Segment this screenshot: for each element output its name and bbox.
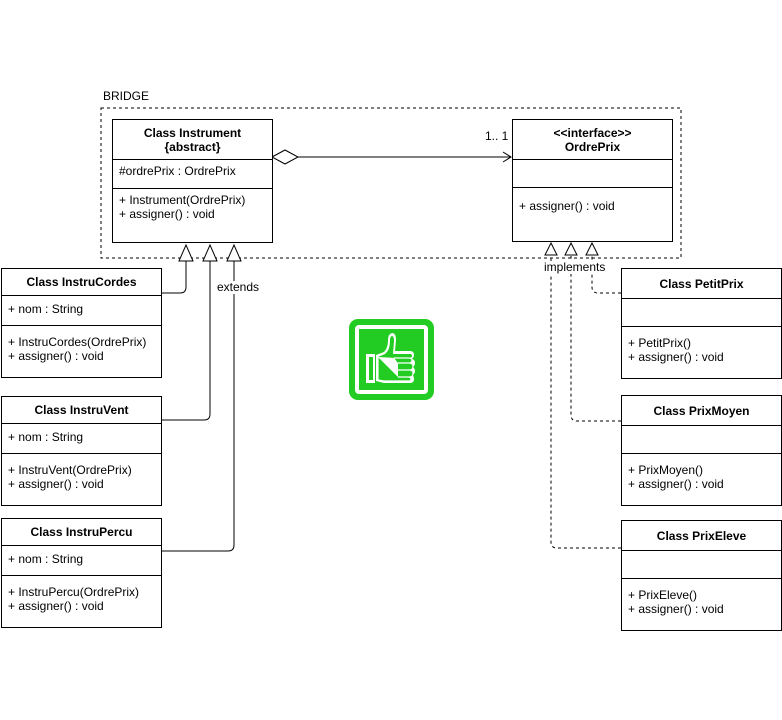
attribute: #ordrePrix : OrdrePrix <box>119 164 236 178</box>
class-prixmoyen-attributes <box>622 426 781 454</box>
class-instrupercu-title: Class InstruPercu <box>30 525 133 539</box>
interface-ordreprix-header: <<interface>> OrdrePrix <box>513 120 672 160</box>
class-instrument-methods: + Instrument(OrdrePrix) + assigner() : v… <box>113 189 272 225</box>
class-prixmoyen-methods: + PrixMoyen() + assigner() : void <box>622 454 781 495</box>
method: + PetitPrix() <box>628 336 692 350</box>
class-prixeleve-title: Class PrixEleve <box>656 528 747 543</box>
interface-ordreprix-attributes <box>513 160 672 188</box>
class-instrument-header: Class Instrument {abstract} <box>113 120 272 160</box>
attribute: + nom : String <box>8 430 84 444</box>
class-prixeleve-methods: + PrixEleve() + assigner() : void <box>622 579 781 620</box>
class-instrupercu-attributes: + nom : String <box>2 546 161 576</box>
class-instrucordes-methods: + InstruCordes(OrdrePrix) + assigner() :… <box>2 326 161 367</box>
multiplicity-label: 1.. 1 <box>485 129 509 143</box>
method: + InstruVent(OrdrePrix) <box>8 463 132 477</box>
interface-ordreprix-methods: + assigner() : void <box>513 188 672 217</box>
method: + InstruCordes(OrdrePrix) <box>8 335 147 349</box>
class-instruvent-attributes: + nom : String <box>2 424 161 454</box>
class-instrupercu-header: Class InstruPercu <box>2 519 161 546</box>
class-instrument-subtitle: {abstract} <box>164 139 221 154</box>
attribute: + nom : String <box>8 302 84 316</box>
class-instruvent-title: Class InstruVent <box>34 403 129 417</box>
class-petitprix-attributes <box>622 299 781 327</box>
class-petitprix-header: Class PetitPrix <box>622 269 781 299</box>
method: + Instrument(OrdrePrix) <box>119 193 246 207</box>
class-instrument[interactable]: Class Instrument {abstract} #ordrePrix :… <box>112 119 273 243</box>
method: + assigner() : void <box>519 199 615 213</box>
method: + PrixEleve() <box>628 588 698 602</box>
implements-connectors <box>550 256 621 549</box>
method: + InstruPercu(OrdrePrix) <box>8 585 140 599</box>
class-petitprix[interactable]: Class PetitPrix + PetitPrix() + assigner… <box>621 268 782 379</box>
class-instrument-attributes: #ordrePrix : OrdrePrix <box>113 160 272 189</box>
class-prixeleve[interactable]: Class PrixEleve + PrixEleve() + assigner… <box>621 520 782 631</box>
extends-connectors <box>162 243 242 552</box>
implements-arrowheads <box>544 241 599 256</box>
class-prixeleve-attributes <box>622 551 781 579</box>
interface-stereotype: <<interface>> <box>553 125 632 140</box>
class-instrucordes[interactable]: Class InstruCordes + nom : String + Inst… <box>1 268 162 378</box>
extends-label: extends <box>216 280 261 294</box>
class-petitprix-title: Class PetitPrix <box>659 276 744 291</box>
class-instrucordes-attributes: + nom : String <box>2 296 161 326</box>
class-prixmoyen[interactable]: Class PrixMoyen + PrixMoyen() + assigner… <box>621 395 782 506</box>
method: + PrixMoyen() <box>628 463 704 477</box>
class-instruvent-methods: + InstruVent(OrdrePrix) + assigner() : v… <box>2 454 161 495</box>
class-instrucordes-header: Class InstruCordes <box>2 269 161 296</box>
class-prixmoyen-header: Class PrixMoyen <box>622 396 781 426</box>
class-petitprix-methods: + PetitPrix() + assigner() : void <box>622 327 781 368</box>
method: + assigner() : void <box>8 349 104 363</box>
class-instrucordes-title: Class InstruCordes <box>26 275 137 289</box>
class-instruvent[interactable]: Class InstruVent + nom : String + Instru… <box>1 396 162 506</box>
thumbs-up-icon <box>349 319 434 400</box>
method: + assigner() : void <box>628 350 724 364</box>
bridge-boundary <box>100 107 682 259</box>
interface-ordreprix[interactable]: <<interface>> OrdrePrix + assigner() : v… <box>512 119 673 242</box>
attribute: + nom : String <box>8 552 84 566</box>
method: + assigner() : void <box>119 207 215 221</box>
class-instrument-title: Class Instrument <box>143 125 242 140</box>
implements-label: implements <box>543 260 607 274</box>
method: + assigner() : void <box>628 602 724 616</box>
class-instruvent-header: Class InstruVent <box>2 397 161 424</box>
bridge-label: BRIDGE <box>103 89 150 103</box>
method: + assigner() : void <box>8 599 104 613</box>
class-prixeleve-header: Class PrixEleve <box>622 521 781 551</box>
class-prixmoyen-title: Class PrixMoyen <box>653 403 750 418</box>
aggregation-connector <box>270 149 512 165</box>
method: + assigner() : void <box>628 477 724 491</box>
interface-ordreprix-title: OrdrePrix <box>564 139 621 154</box>
method: + assigner() : void <box>8 477 104 491</box>
class-instrupercu[interactable]: Class InstruPercu + nom : String + Instr… <box>1 518 162 628</box>
class-instrupercu-methods: + InstruPercu(OrdrePrix) + assigner() : … <box>2 576 161 617</box>
